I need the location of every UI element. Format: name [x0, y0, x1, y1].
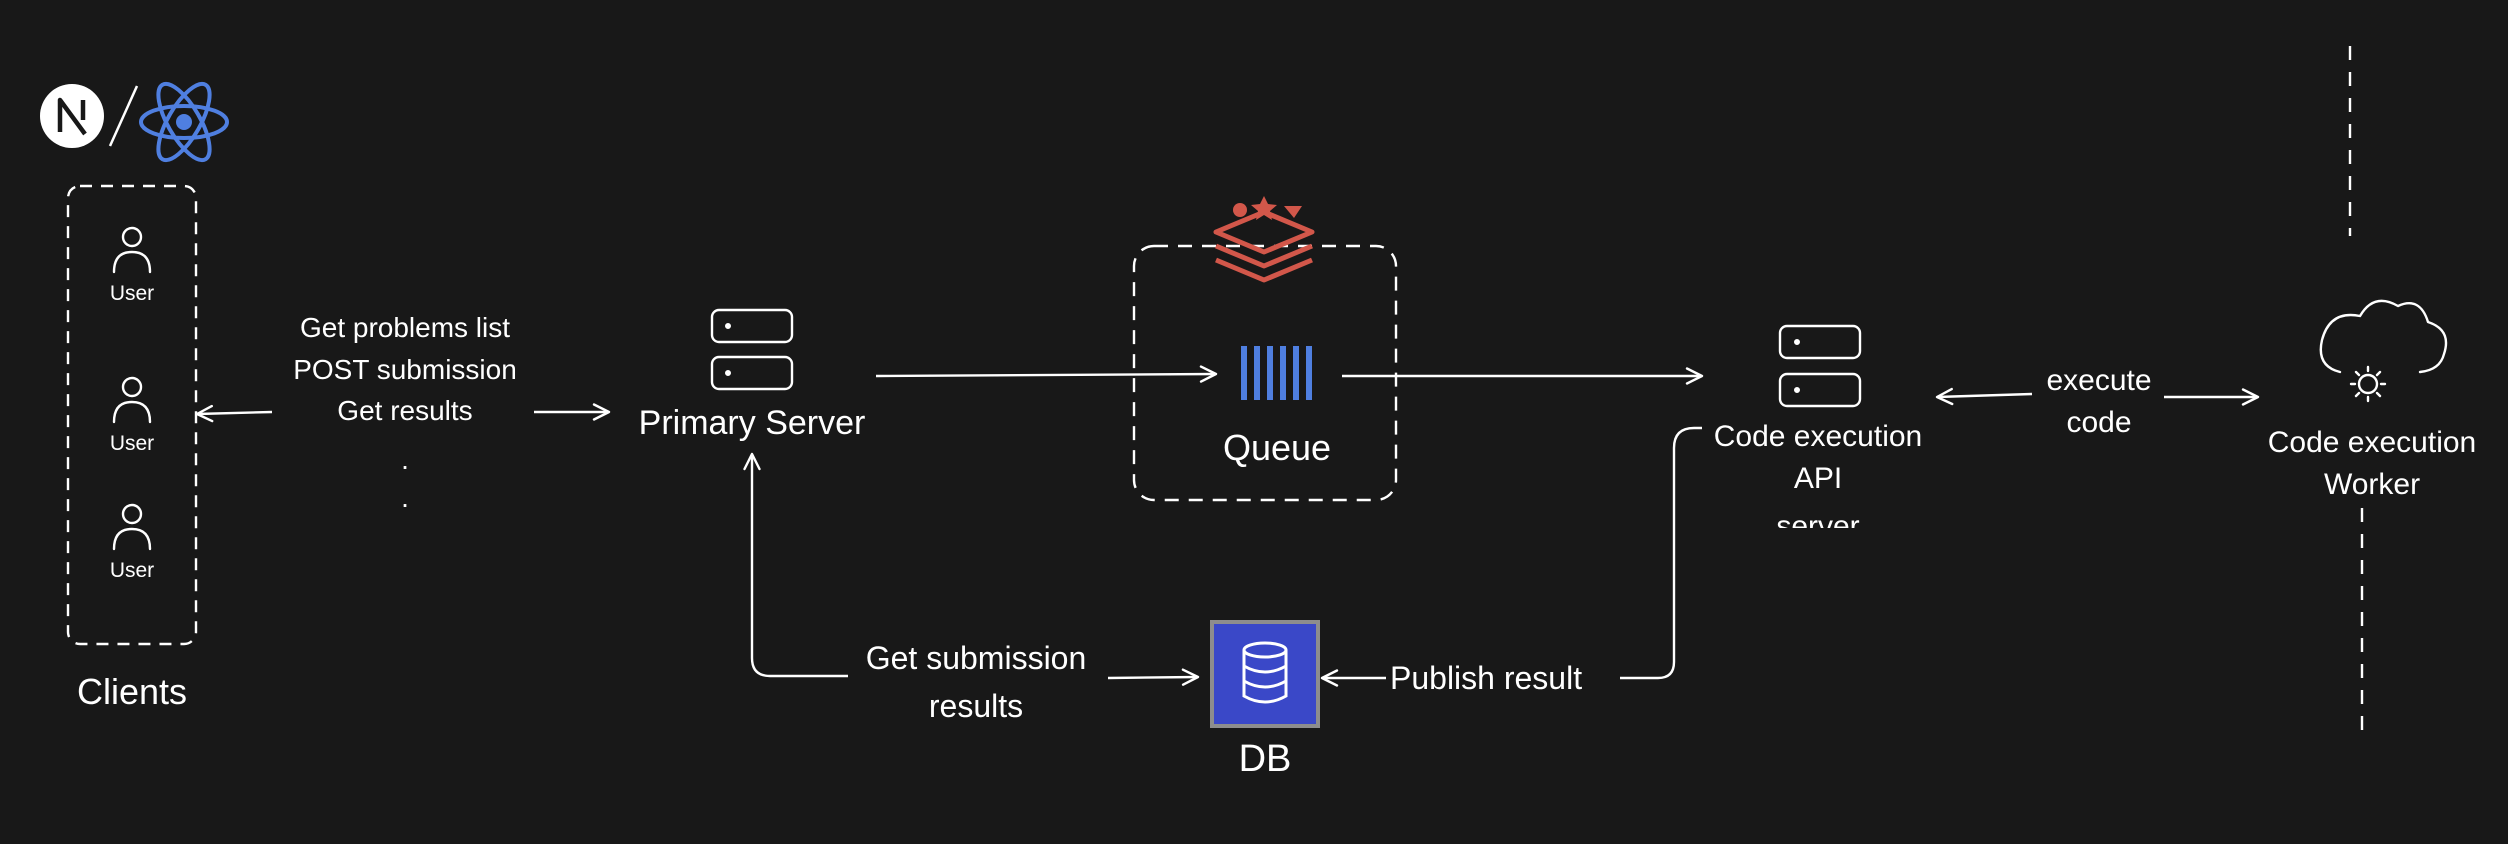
execute-code-label: execute: [2046, 364, 2152, 397]
request-get-problems-list: Get problems list: [299, 312, 511, 343]
arrow-to-primary-server-from-db: [743, 452, 848, 678]
arrow-to-queue: [875, 365, 1218, 383]
user-icon: [112, 226, 152, 274]
clients-label: Clients: [76, 671, 188, 712]
primary-server-label: Primary Server: [638, 404, 866, 442]
database-icon: [1210, 620, 1320, 728]
user-icon: [112, 503, 152, 551]
publish-result-label: Publish result: [1390, 660, 1583, 696]
arrow-to-db: [1107, 668, 1200, 686]
api-server-label-line: server: [1776, 510, 1860, 529]
queue-box: [1132, 244, 1398, 502]
user-label: User: [109, 432, 155, 455]
logo-separator: [108, 85, 139, 147]
react-logo-icon: [139, 81, 229, 163]
api-server-label-line: API: [1793, 462, 1843, 495]
request-get-results: Get results: [337, 395, 473, 426]
execute-code-label: code: [2066, 406, 2132, 439]
user-icon: [112, 376, 152, 424]
arrow-to-clients: [195, 404, 273, 423]
ellipsis-dot: .: [401, 482, 409, 513]
queue-label: Queue: [1222, 427, 1332, 468]
worker-label: Code execution: [2267, 426, 2477, 459]
queue-icon: [1241, 346, 1312, 400]
get-submission-results-label: Get submission: [865, 640, 1087, 676]
db-label: DB: [1238, 738, 1292, 780]
request-post-submission: POST submission: [293, 354, 517, 385]
arrow-to-api-from-worker: [1935, 387, 2033, 406]
primary-server-icon: [710, 308, 794, 391]
api-server-icon: [1778, 324, 1862, 408]
get-submission-results-label: results: [928, 688, 1024, 724]
nextjs-logo-icon: [40, 84, 104, 148]
user-label: User: [109, 559, 155, 582]
redis-logo-icon: [1213, 196, 1315, 283]
worker-label: Worker: [2323, 468, 2421, 501]
publish-connector: [1620, 426, 1702, 680]
cloud-gear-icon: [2319, 299, 2448, 403]
api-server-label-line: Code execution: [1713, 420, 1923, 453]
user-label: User: [109, 282, 155, 305]
api-server-label: Code execution API server: [1702, 420, 1934, 529]
ellipsis-dot: .: [401, 444, 409, 475]
